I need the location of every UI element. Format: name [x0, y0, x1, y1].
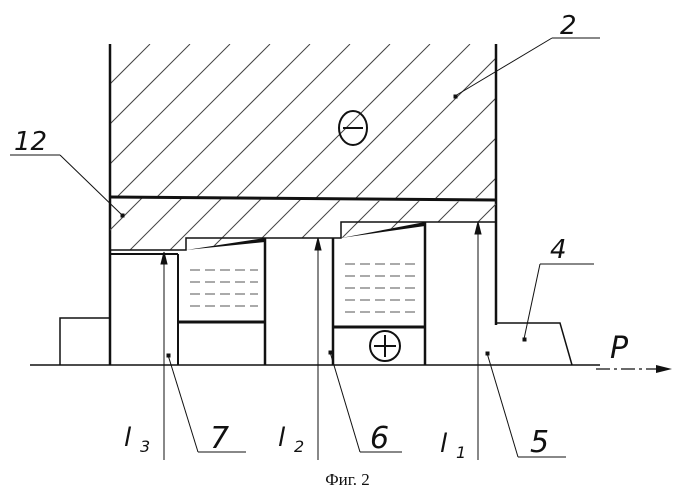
- label-part-5: 5: [530, 425, 549, 460]
- dimension-lines: [161, 222, 481, 460]
- label-l2: l: [278, 423, 286, 453]
- label-part-6: 6: [370, 421, 389, 456]
- part-2-body: [110, 44, 630, 365]
- minus-circle-icon: [339, 111, 367, 145]
- figure-caption: Фиг. 2: [0, 470, 695, 490]
- leader-lines: [10, 38, 600, 457]
- label-part-2: 2: [560, 11, 577, 41]
- label-part-4: 4: [550, 235, 567, 265]
- label-part-7: 7: [210, 421, 229, 456]
- label-l2-sub: 2: [294, 437, 304, 456]
- part-12-layer: [100, 180, 520, 260]
- plus-circle-icon: [370, 331, 400, 361]
- label-l1-sub: 1: [456, 443, 466, 462]
- force-arrow-icon: [656, 365, 672, 373]
- label-l3: l: [124, 423, 132, 453]
- label-l3-sub: 3: [140, 437, 150, 456]
- label-part-12: 12: [14, 127, 47, 157]
- label-force-p: P: [610, 331, 629, 366]
- label-l1: l: [440, 429, 448, 459]
